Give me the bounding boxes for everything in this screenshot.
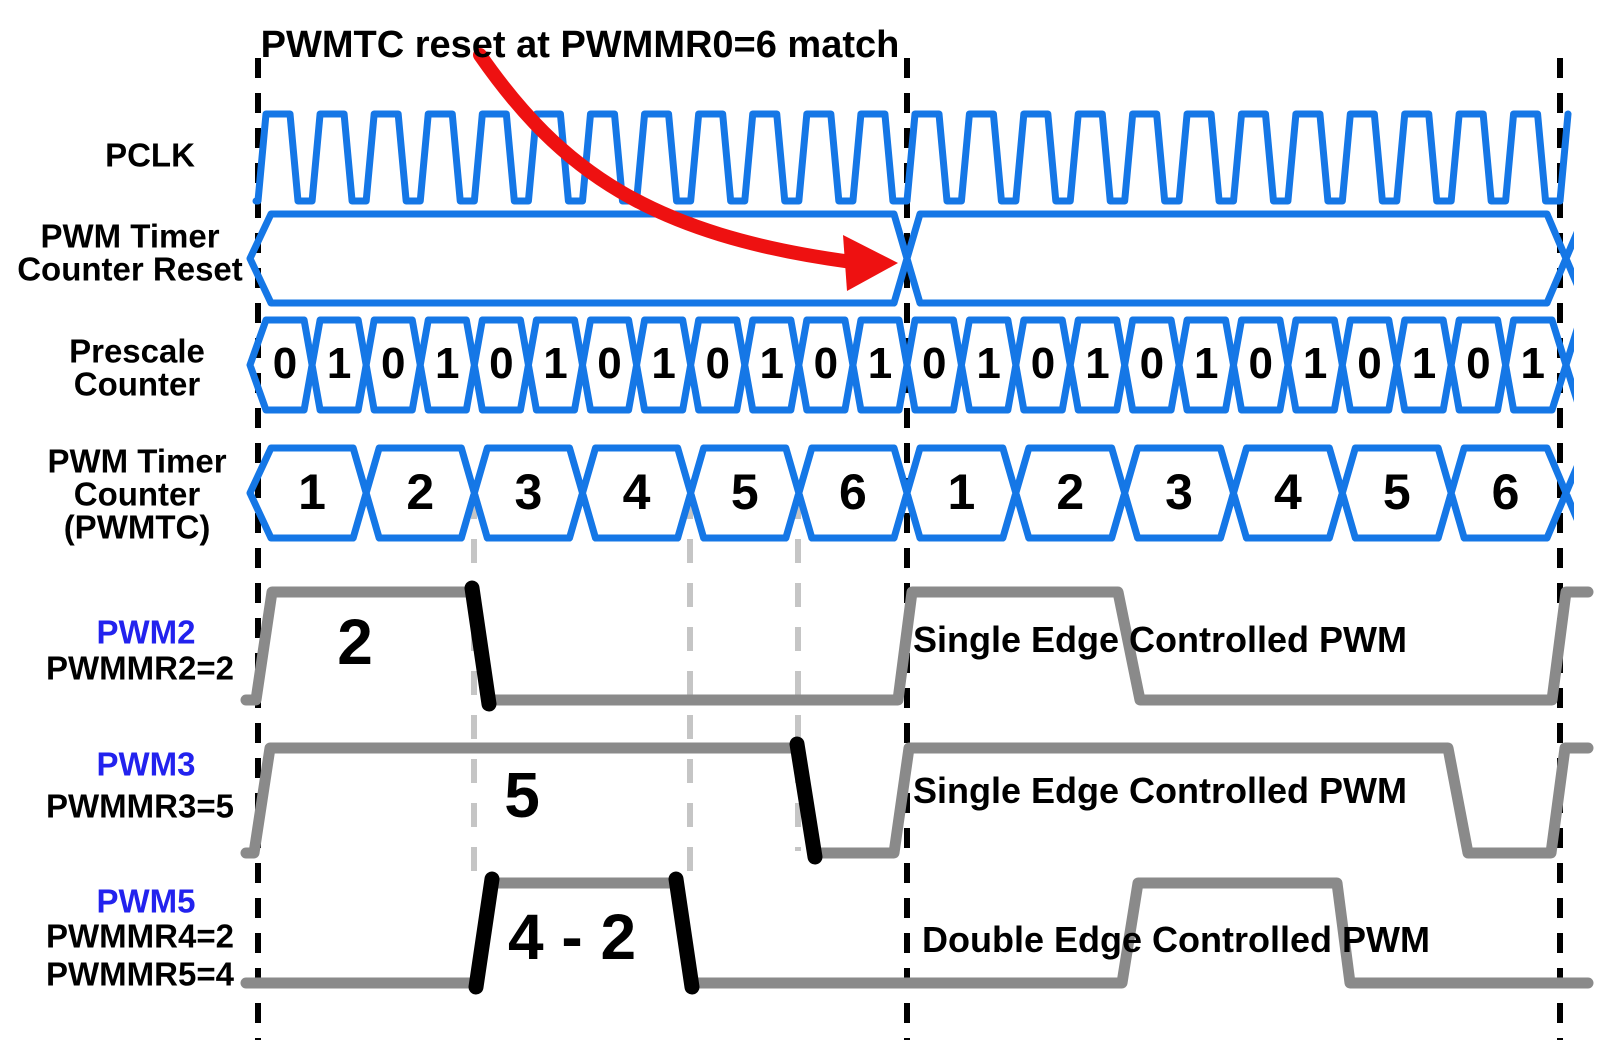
pwmtc-label-line2: Counter: [73, 475, 201, 513]
prescale-value: 0: [705, 339, 730, 388]
prescale-value: 0: [813, 339, 839, 388]
prescale-value: 0: [1357, 339, 1382, 388]
prescale-value: 1: [1411, 339, 1437, 388]
pwmtc-label-line3: (PWMTC): [63, 508, 211, 546]
prescale-value: 1: [543, 339, 568, 388]
pwm2-waveform: [240, 586, 1594, 706]
prescale-value: 0: [1248, 339, 1273, 388]
pwm3-match-edge: [789, 736, 823, 865]
prescale-value: 1: [1302, 339, 1328, 388]
pwmtc-value: 4: [622, 464, 651, 520]
pwm5-clear-edge: [668, 871, 700, 995]
reset-label-line2: Counter Reset: [17, 250, 243, 288]
pwmtc-waveform: [246, 444, 1574, 542]
prescale-value: 0: [272, 339, 298, 388]
prescale-value: 1: [326, 339, 352, 388]
prescale-value: 1: [651, 339, 676, 388]
prescale-value: 1: [1194, 339, 1219, 388]
pwm5-type-label: Double Edge Controlled PWM: [922, 919, 1430, 960]
pwm3-type-label: Single Edge Controlled PWM: [913, 770, 1407, 811]
diagram-title: PWMTC reset at PWMMR0=6 match: [260, 24, 900, 66]
pclk-waveform: [252, 110, 1572, 205]
pwmtc-value: 4: [1274, 464, 1302, 520]
pwm3-width-annotation: 5: [504, 759, 540, 831]
pwm5-set-edge: [468, 871, 500, 995]
prescale-value: 0: [380, 339, 406, 388]
pclk-label: PCLK: [105, 136, 195, 174]
prescale-value: 0: [921, 339, 947, 388]
pwm2-width-annotation: 2: [337, 606, 373, 678]
prescale-value: 0: [1030, 339, 1056, 388]
prescale-value: 1: [759, 339, 785, 388]
pwmtc-value: 1: [298, 464, 326, 520]
pwmtc-label-line1: PWM Timer: [47, 442, 227, 480]
pwm5-name: PWM5: [96, 882, 196, 920]
prescale-value: 1: [1085, 339, 1110, 388]
pwm-timer-counter-reset-waveform: [246, 210, 1574, 307]
pwm3-name: PWM3: [96, 745, 196, 783]
pwmtc-value: 2: [1056, 464, 1085, 520]
pwm5-register-2: PWMMR5=4: [46, 955, 234, 993]
prescale-counter-waveform: [246, 316, 1574, 414]
pwm5-register-1: PWMMR4=2: [46, 917, 234, 955]
prescale-value: 1: [1520, 339, 1546, 388]
pwm2-match-edge: [464, 580, 497, 712]
reset-label-line1: PWM Timer: [40, 217, 220, 255]
prescale-label-line2: Counter: [73, 365, 201, 403]
pwmtc-value: 5: [730, 464, 759, 520]
pwm2-name: PWM2: [96, 613, 196, 651]
reset-arrow: [473, 48, 859, 269]
pwmtc-value: 5: [1382, 464, 1411, 520]
pwmtc-value: 3: [1165, 464, 1193, 520]
prescale-label-line1: Prescale: [69, 332, 205, 370]
prescale-value: 0: [1139, 339, 1165, 388]
prescale-value: 1: [976, 339, 1001, 388]
prescale-value: 1: [435, 339, 460, 388]
pwmtc-value: 3: [514, 464, 543, 520]
pwmtc-value: 1: [947, 464, 976, 520]
pwmtc-value: 2: [406, 464, 435, 520]
pwmtc-value: 6: [1491, 464, 1520, 520]
pwm5-width-annotation: 4 - 2: [507, 901, 637, 973]
pwm3-register: PWMMR3=5: [46, 787, 234, 825]
prescale-value: 1: [867, 339, 893, 388]
reset-arrow-head: [843, 235, 898, 291]
prescale-value: 0: [597, 339, 622, 388]
prescale-value: 0: [1466, 339, 1491, 388]
pwm2-register: PWMMR2=2: [46, 649, 234, 687]
pwm3-waveform: [240, 742, 1594, 859]
pwm2-type-label: Single Edge Controlled PWM: [913, 619, 1407, 660]
prescale-value: 0: [489, 339, 514, 388]
pwmtc-value: 6: [839, 464, 867, 520]
